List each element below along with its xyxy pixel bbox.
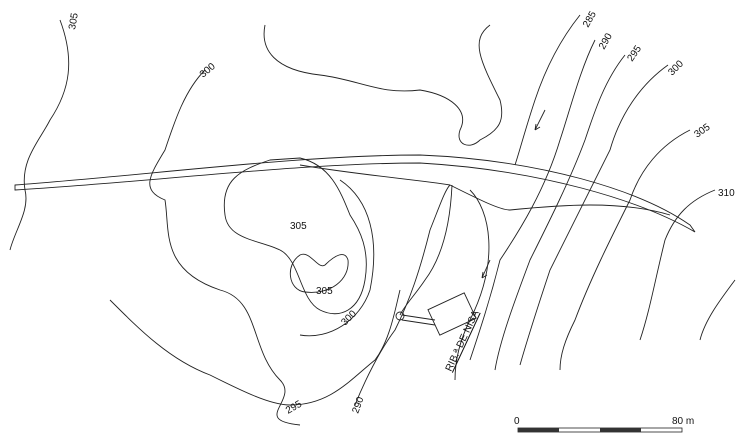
scale-bar: 0 80 m [514,416,694,433]
contour-label: 305 [316,286,333,297]
powerhouse [427,292,477,336]
contour-305-right [559,129,691,371]
dam-crest [14,154,696,233]
intake [395,311,405,321]
contour-300-hill [299,179,375,337]
contour-label: 290 [597,31,615,51]
contour-hill-outer [223,157,367,315]
contour-label: 295 [625,43,644,63]
scale-start-label: 0 [514,416,520,427]
penstock [401,314,436,326]
contour-label: 285 [581,9,599,29]
contour-295-bottom [109,289,401,406]
scale-end-label: 80 m [672,416,694,427]
contour-hill-inner [290,253,349,293]
river-channel [399,184,453,316]
flow-arrow-upper [534,109,546,131]
contour-310 [639,189,716,341]
contour-300-upper [149,69,301,426]
contour-label: 300 [339,308,359,328]
contour-label: 305 [692,122,712,141]
contour-label: 310 [718,188,735,199]
contour-label: 295 [284,399,304,417]
contour-label: 305 [290,221,307,232]
flow-arrow-lower [481,259,491,279]
contour-label: 290 [350,395,366,415]
contour-label: 305 [67,12,81,31]
contour-290-right [469,39,596,361]
contour-label: 300 [666,58,686,78]
contour-label: 300 [198,61,218,80]
contour-far-right [699,279,736,341]
contour-305-left [9,19,70,251]
river-bank [454,189,490,381]
contour-290-bottom [354,184,451,406]
contour-285 [514,14,581,166]
contour-295-right [494,54,626,371]
contour-top-middle [263,24,503,146]
dam-body [299,164,671,216]
